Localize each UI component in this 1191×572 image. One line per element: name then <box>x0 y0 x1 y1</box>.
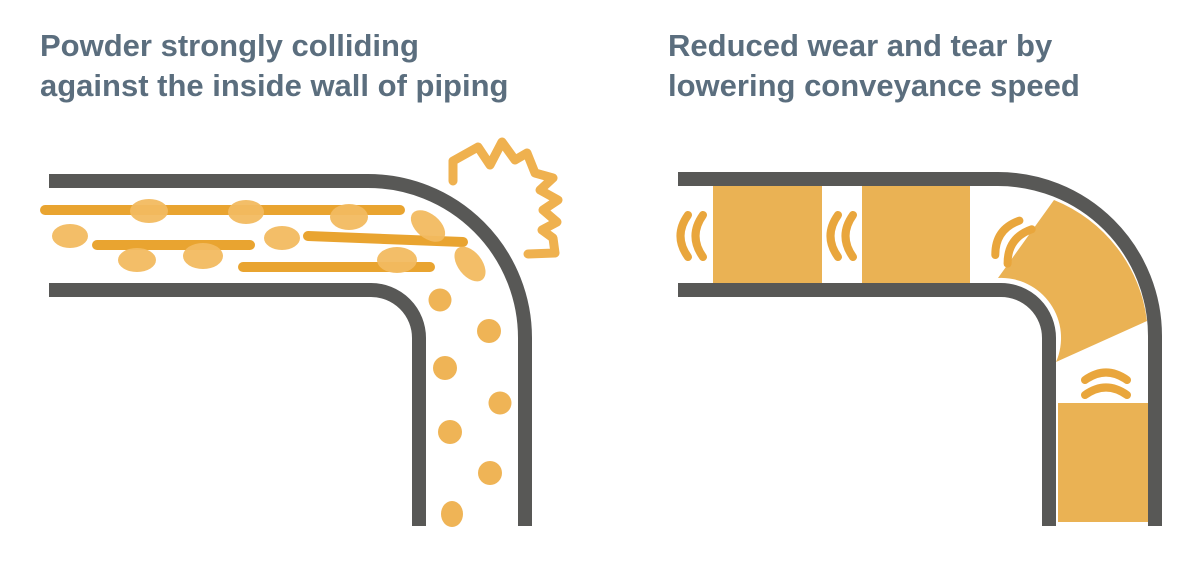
powder-dot <box>441 501 463 527</box>
powder-grain <box>454 246 486 282</box>
right-pipe-inner-wall <box>678 283 1056 526</box>
powder-dot <box>428 288 452 312</box>
vibration-arcs-icon <box>991 216 1036 268</box>
powder-dot <box>488 391 512 415</box>
left-title-line2: against the inside wall of piping <box>40 68 509 103</box>
right-pipe-outer-wall <box>678 172 1162 526</box>
powder-slugs <box>713 186 1148 522</box>
powder-grain <box>118 248 156 272</box>
powder-grain <box>228 200 264 224</box>
powder-grain <box>130 199 168 223</box>
powder-grain <box>183 243 223 269</box>
left-pipe-outer-wall <box>49 174 532 526</box>
powder-grain <box>410 210 446 242</box>
collision-burst-icon <box>448 137 563 259</box>
left-panel-title: Powder strongly colliding against the in… <box>40 26 508 106</box>
powder-dot <box>433 356 457 380</box>
vibration-arc <box>841 211 857 261</box>
vibration-arcs-icon <box>676 211 707 261</box>
powder-slug <box>1058 403 1148 522</box>
vibration-arc <box>1081 368 1131 384</box>
powder-slug <box>713 186 822 283</box>
right-title-line2: lowering conveyance speed <box>668 68 1080 103</box>
vibration-arcs-icon <box>1081 368 1131 399</box>
powder-dot <box>477 319 501 343</box>
vibration-arc <box>1003 225 1036 268</box>
powder-grains <box>52 199 486 282</box>
vibration-arc <box>1081 383 1131 399</box>
powder-dot <box>478 461 502 485</box>
vibration-arc <box>691 211 707 261</box>
right-title-line1: Reduced wear and tear by <box>668 28 1053 63</box>
vibration-arc <box>991 216 1024 260</box>
powder-grain <box>377 247 417 273</box>
left-title-line1: Powder strongly colliding <box>40 28 419 63</box>
powder-slug <box>862 186 970 283</box>
powder-grain <box>264 226 300 250</box>
powder-grain <box>52 224 88 248</box>
powder-grain <box>330 204 368 230</box>
vibration-arc <box>676 211 692 261</box>
powder-slug-bend-wedge <box>998 200 1147 362</box>
falling-powder-dots <box>428 288 512 527</box>
right-diagram-slow-powder <box>676 172 1162 526</box>
left-diagram-fast-powder <box>40 137 563 527</box>
vibration-arcs-icon <box>826 211 857 261</box>
left-pipe-inner-wall <box>49 283 426 526</box>
vibration-arc <box>826 211 842 261</box>
powder-dot <box>438 420 462 444</box>
right-panel-title: Reduced wear and tear by lowering convey… <box>668 26 1080 106</box>
